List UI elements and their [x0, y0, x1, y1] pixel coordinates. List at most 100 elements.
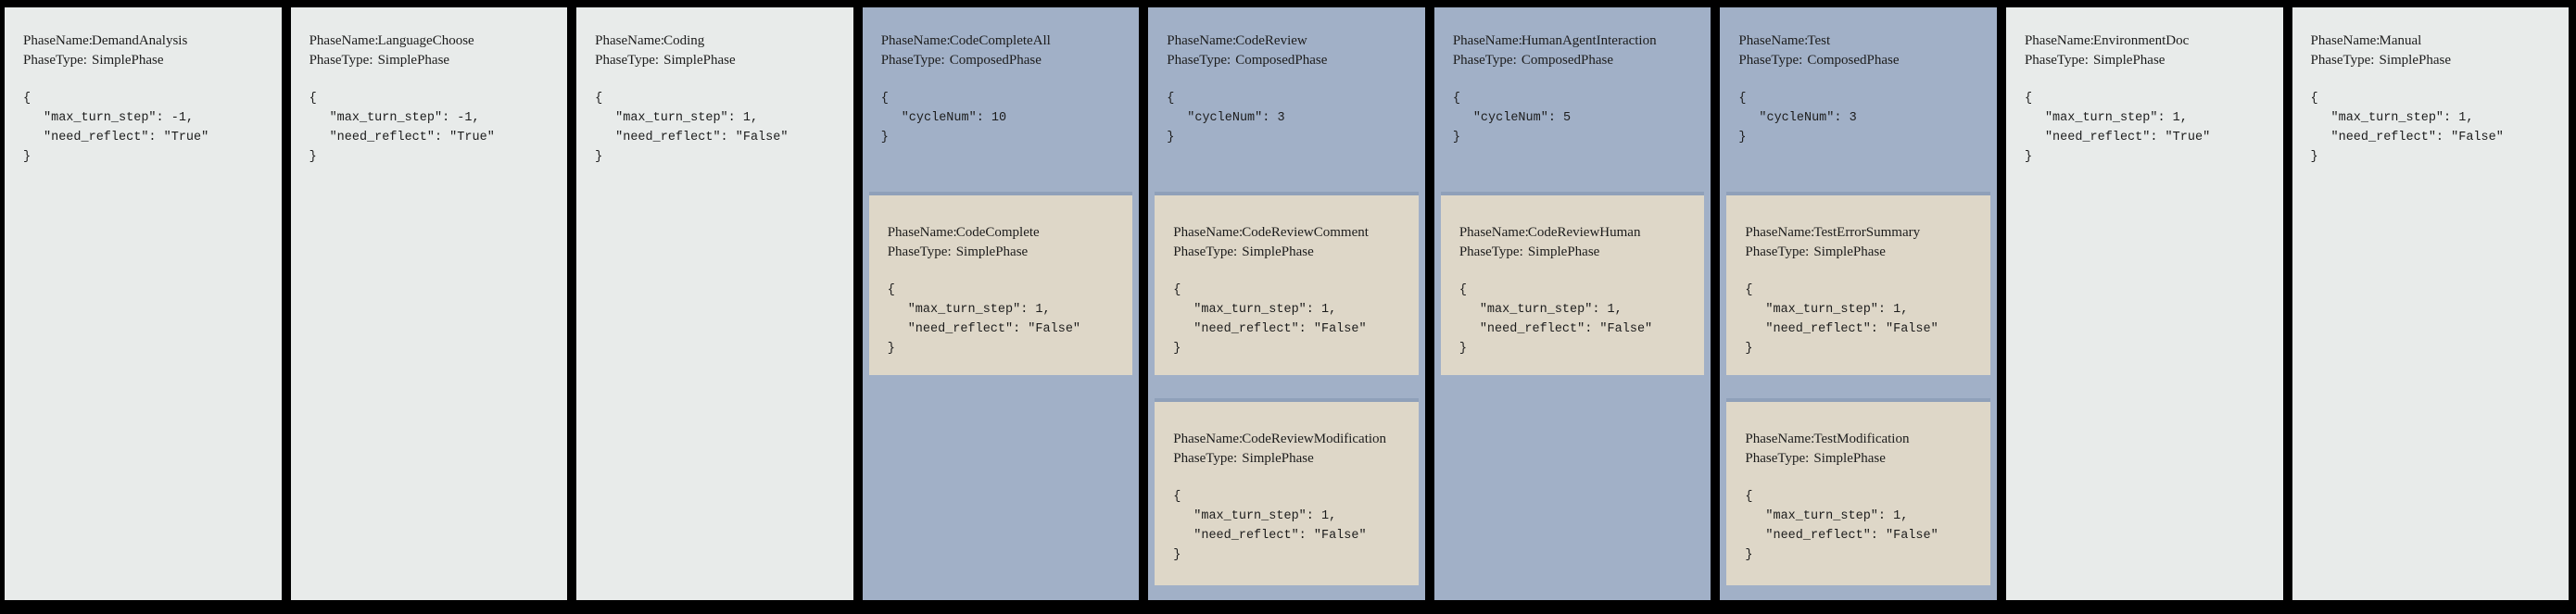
phase-type-label: PhaseType:: [2024, 53, 2089, 68]
config-close-brace: }: [1167, 131, 1175, 144]
phase-config-json: { "cycleNum": 3}: [1738, 89, 1982, 147]
config-close-brace: }: [2024, 150, 2033, 164]
config-close-brace: }: [1745, 548, 1753, 562]
phase-type-row: PhaseType:SimplePhase: [2311, 51, 2555, 70]
config-entry: "need_reflect": "False": [907, 322, 1081, 336]
phase-name-label: PhaseName:: [595, 33, 665, 48]
config-close-brace: }: [1452, 131, 1460, 144]
phase-config-json: {"max_turn_step": 1,"need_reflect": "Fal…: [1745, 487, 1976, 565]
phase-type-label: PhaseType:: [1452, 53, 1517, 68]
phase-name-value: TestModification: [1813, 432, 1910, 446]
phase-type-value: ComposedPhase: [1807, 53, 1900, 68]
phase-name-row: PhaseName:HumanAgentInteraction: [1453, 31, 1697, 51]
config-close-brace: }: [2310, 150, 2318, 164]
config-open-brace: {: [1458, 283, 1467, 297]
phase-type-label: PhaseType:: [887, 244, 952, 259]
config-close-brace: }: [1458, 342, 1467, 356]
phase-name-row: PhaseName:CodeReviewComment: [1173, 223, 1404, 243]
config-entry: "need_reflect": "False": [1193, 322, 1367, 336]
phase-type-label: PhaseType:: [1738, 53, 1803, 68]
phase-type-value: SimplePhase: [955, 244, 1029, 259]
phase-config-json: {"max_turn_step": 1,"need_reflect": "Fal…: [2311, 89, 2555, 167]
config-close-brace: }: [1173, 342, 1181, 356]
config-entry: "need_reflect": "False": [1479, 322, 1653, 336]
phase-name-value: DemandAnalysis: [92, 33, 188, 48]
config-open-brace: {: [595, 92, 603, 106]
config-entry: "max_turn_step": 1,: [1479, 303, 1623, 317]
phase-type-value: SimplePhase: [2092, 53, 2166, 68]
config-entry: "need_reflect": "False": [2330, 131, 2504, 144]
phase-name-row: PhaseName:CodeComplete: [888, 223, 1118, 243]
phase-type-label: PhaseType:: [309, 53, 373, 68]
phase-name-value: TestErrorSummary: [1813, 225, 1921, 240]
config-entry: "max_turn_step": 1,: [1765, 303, 1909, 317]
phase-config-json: {"cycleNum": 5}: [1453, 89, 1697, 147]
config-entry: "need_reflect": "False": [1765, 322, 1938, 336]
phase-name-label: PhaseName:: [1173, 432, 1244, 446]
phase-type-row: PhaseType:SimplePhase: [1459, 243, 1690, 262]
phase-name-row: PhaseName:LanguageChoose: [309, 31, 553, 51]
phase-name-label: PhaseName:: [1745, 225, 1815, 240]
config-entry: "cycleNum": 10: [901, 111, 1007, 125]
config-entry: "max_turn_step": 1,: [2044, 111, 2188, 125]
phase-name-label: PhaseName:: [2310, 33, 2380, 48]
config-entry: "max_turn_step": 1,: [1193, 303, 1337, 317]
phase-name-label: PhaseName:: [1452, 33, 1522, 48]
phase-type-value: SimplePhase: [1813, 451, 1886, 466]
phase-type-label: PhaseType:: [1173, 451, 1238, 466]
phase-name-value: CodeReviewComment: [1242, 225, 1369, 240]
phase-name-label: PhaseName:: [1167, 33, 1237, 48]
phase-name-row: PhaseName:CodeReviewModification: [1173, 430, 1404, 449]
phase-name-value: CodeCompleteAll: [949, 33, 1051, 48]
config-entry: "cycleNum": 3: [1759, 111, 1857, 125]
phase-type-label: PhaseType:: [1167, 53, 1231, 68]
phase-type-row: PhaseType:SimplePhase: [309, 51, 553, 70]
phase-type-label: PhaseType:: [2310, 53, 2375, 68]
phase-type-value: SimplePhase: [1813, 244, 1886, 259]
phase-name-value: EnvironmentDoc: [2092, 33, 2190, 48]
phase-type-row: PhaseType:SimplePhase: [23, 51, 267, 70]
phase-name-value: Coding: [663, 33, 705, 48]
config-entry: "need_reflect": "True": [2044, 131, 2211, 144]
phase-config-json: {"cycleNum": 10}: [881, 89, 1125, 147]
phase-name-row: PhaseName:CodeReviewHuman: [1459, 223, 1690, 243]
phase-name-value: Manual: [2379, 33, 2422, 48]
config-entry: "cycleNum": 3: [1187, 111, 1285, 125]
config-open-brace: {: [1167, 92, 1175, 106]
config-close-brace: }: [1738, 131, 1747, 144]
phase-name-row: PhaseName:TestModification: [1745, 430, 1976, 449]
config-open-brace: {: [1738, 92, 1747, 106]
phase-name-label: PhaseName:: [1173, 225, 1244, 240]
phase-name-row: PhaseName:CodeReview: [1167, 31, 1410, 51]
phase-name-label: PhaseName:: [23, 33, 93, 48]
config-open-brace: {: [1745, 283, 1753, 297]
config-close-brace: }: [23, 150, 32, 164]
phase-type-value: ComposedPhase: [949, 53, 1042, 68]
config-entry: "cycleNum": 5: [1472, 111, 1572, 125]
phase-type-row: PhaseType: ComposedPhase: [881, 51, 1125, 70]
phase-type-label: PhaseType:: [880, 53, 945, 68]
config-open-brace: {: [887, 283, 895, 297]
config-close-brace: }: [887, 342, 895, 356]
config-open-brace: {: [309, 92, 317, 106]
